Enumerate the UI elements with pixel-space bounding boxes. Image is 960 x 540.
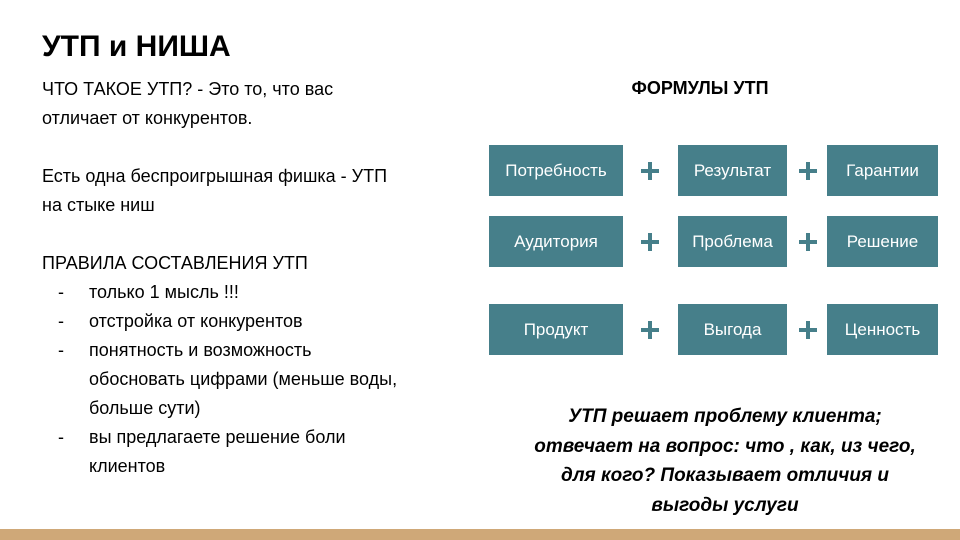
rule-item: только 1 мысль !!! [89,282,239,302]
intro-line-2: отличает от конкурентов. [42,108,253,128]
bullet-dash: - [58,311,64,331]
plus-icon [641,321,659,339]
footer-bar [0,529,960,540]
plus-icon [799,233,817,251]
slide-title: УТП и НИША [42,30,231,63]
summary-line: отвечает на вопрос: что , как, из чего, [534,435,916,457]
summary-line: УТП решает проблему клиента; [568,406,882,427]
rules-heading: ПРАВИЛА СОСТАВЛЕНИЯ УТП [42,253,308,273]
bullet-dash: - [58,340,64,360]
formula-box: Выгода [678,304,787,355]
rule-item: вы предлагаете решение боли [89,427,346,447]
chip-line-1: Есть одна беспроигрышная фишка - УТП [42,166,388,186]
rule-item: отстройка от конкурентов [89,311,303,331]
formula-box: Аудитория [489,216,623,267]
rule-item: понятность и возможность [89,340,312,360]
bullet-dash: - [58,282,64,302]
formula-box: Гарантии [827,145,938,196]
formula-box: Продукт [489,304,623,355]
formula-box: Решение [827,216,938,267]
formula-box: Ценность [827,304,938,355]
bullet-dash: - [58,427,64,447]
plus-icon [799,321,817,339]
rule-item-cont: клиентов [89,456,166,476]
rule-item-cont: обосновать цифрами (меньше воды, [89,369,398,389]
plus-icon [799,162,817,180]
chip-line-2: на стыке ниш [42,195,155,215]
formula-box: Потребность [489,145,623,196]
summary-line: выгоды услуги [651,494,799,516]
plus-icon [641,233,659,251]
plus-icon [641,162,659,180]
formulas-title: ФОРМУЛЫ УТП [631,78,769,98]
formula-box: Проблема [678,216,787,267]
intro-line-1: ЧТО ТАКОЕ УТП? - Это то, что вас [42,79,334,99]
rule-item-cont: больше сути) [89,398,201,418]
summary-line: для кого? Показывает отличия и [560,465,889,486]
formula-box: Результат [678,145,787,196]
summary-text: УТП решает проблему клиента; отвечает на… [490,402,960,520]
